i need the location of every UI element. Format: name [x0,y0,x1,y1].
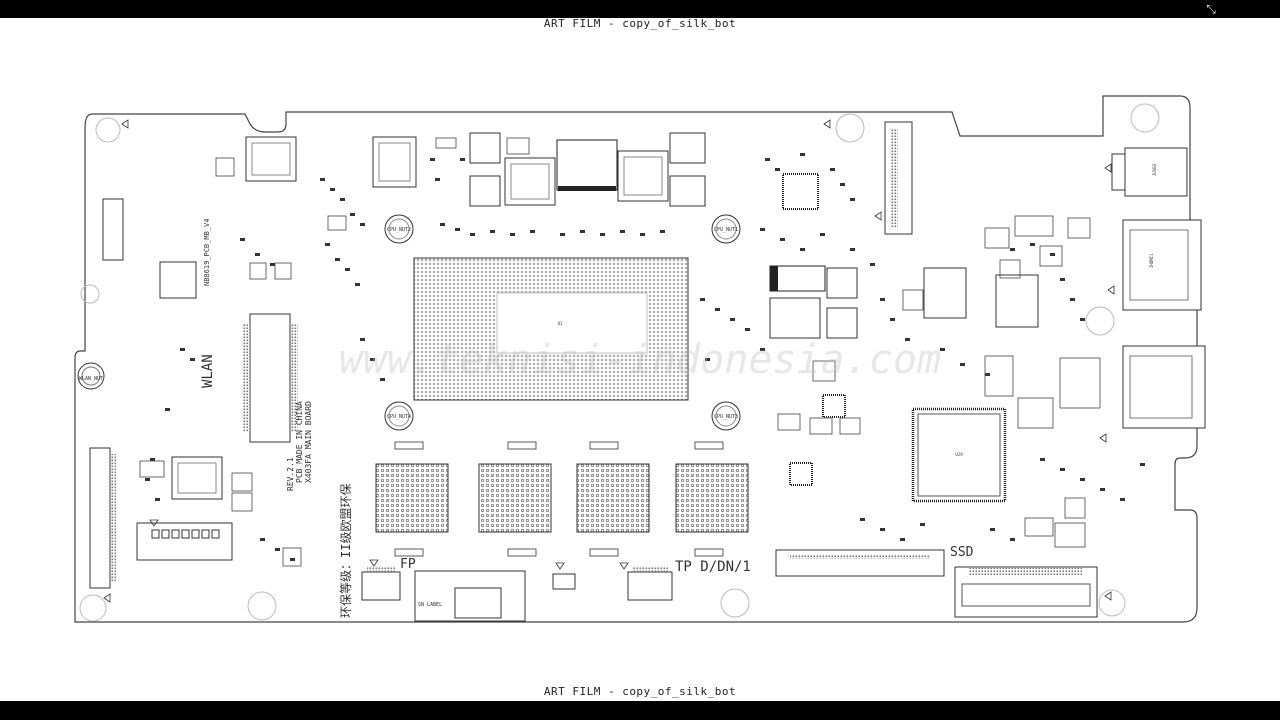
wlan-nut [77,362,105,390]
watermark-text: www.teknisi-indonesia.com [339,337,941,383]
mounting-hole [80,284,100,304]
ssd-connector [954,566,1098,618]
fan-connector [102,198,124,261]
left-connector [89,447,111,589]
rev-label: REV.2.1 [286,457,295,491]
board-canvas[interactable]: ART FILM - copy_of_silk_bot WLAN_NUT CP [0,17,1280,701]
hdmi-label: JHDMI1 [1149,253,1154,268]
ram-chips [375,463,749,533]
mounting-hole [1085,306,1115,336]
display-connector [884,121,913,235]
bottom-left-connector [136,522,233,561]
cpu-label: U1 [558,321,563,326]
cpu-nut-label: CPU_NUT1 [714,227,738,233]
tp-dn-label: TP D/DN/1 [675,559,751,575]
viewer-title-top: ART FILM - copy_of_silk_bot [543,17,737,30]
mounting-hole [1098,589,1126,617]
board-name-label: X403FA MAIN BOARD [304,401,313,483]
cpu-nut-label: CPU_NUT4 [387,414,411,420]
viewer-top-bar: ⤡ [0,0,1280,18]
wlan-slot [249,313,291,443]
fullscreen-exit-icon[interactable]: ⤡ [1206,2,1216,16]
mounting-hole [79,594,107,622]
cpu-nut-label: CPU_NUT2 [387,227,411,233]
ec-label: U29 [955,452,963,457]
fp-label: FP [400,557,416,572]
viewer-title-bottom: ART FILM - copy_of_silk_bot [543,685,737,698]
usb-port [1124,147,1188,197]
wlan-label: WLAN [200,354,216,388]
pcb-silkscreen-drawing: WLAN_NUT CPU_NUT2 CPU_NUT1 CPU_NUT4 CPU_… [74,95,1206,623]
mounting-hole [1130,103,1160,133]
ssd-label: SSD [950,545,974,560]
mounting-hole [95,117,121,143]
viewer-bottom-bar [0,701,1280,720]
mounting-hole [720,588,750,618]
mounting-hole [247,591,277,621]
keyboard-connector [775,549,945,577]
smd-components [145,153,1145,561]
model-label: NB8619_PCB_MB_V4 [203,219,211,286]
made-in-label: PCB MADE IN CHINA [295,401,304,483]
wlan-nut-label: WLAN_NUT [79,376,103,382]
usb-label: JUSB3 [1152,163,1157,176]
board-outline [74,95,1198,623]
cpu-nut-label: CPU_NUT3 [714,414,738,420]
mounting-hole [835,113,865,143]
env-label: 环保等级：II级欧盟环保 [339,484,353,618]
sn-label: SN LABEL [418,602,442,608]
